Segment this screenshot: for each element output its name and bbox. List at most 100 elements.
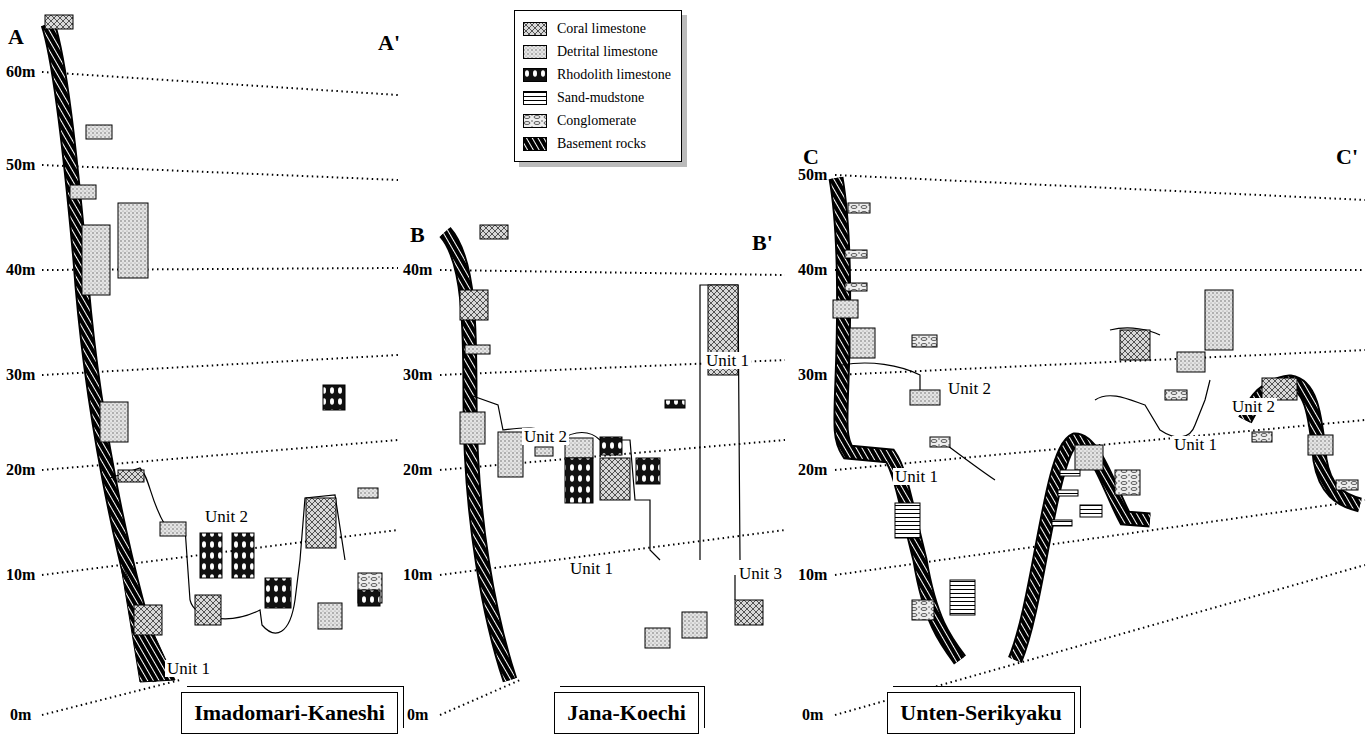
unit-label: Unit 1 [568, 560, 615, 577]
lithology-block [950, 580, 975, 615]
unit-label: Unit 2 [203, 508, 250, 525]
unit-label: Unit 2 [522, 428, 569, 445]
section-name-box: Unten-Serikyaku [887, 692, 1075, 734]
elevation-label: 10m [6, 567, 35, 583]
lithology-block [1120, 330, 1150, 360]
lithology-block [460, 412, 485, 444]
lithology-block [1080, 505, 1102, 517]
section-end-letter: C [803, 146, 819, 168]
level-line [440, 680, 520, 715]
legend-row: Conglomerate [523, 109, 677, 132]
lithology-block [833, 300, 858, 318]
elevation-label: 20m [798, 462, 827, 478]
lithology-block [1165, 390, 1187, 400]
legend-text: Sand-mudstone [557, 90, 644, 106]
elevation-label: 20m [6, 462, 35, 478]
elevation-label: 0m [10, 707, 31, 723]
section-name: Imadomari-Kaneshi [194, 700, 385, 726]
unit-boundary [842, 363, 995, 480]
section-end-letter: C' [1336, 146, 1358, 168]
section-end-letter: A' [378, 32, 400, 54]
level-line [835, 175, 1365, 200]
elevation-label: 50m [798, 167, 827, 183]
lithology-block [1262, 378, 1297, 400]
lithology-block [118, 470, 144, 482]
lithology-block [1060, 470, 1080, 476]
lithology-block [70, 185, 96, 199]
lithology-block [200, 533, 222, 578]
lithology-block [323, 385, 345, 410]
legend-text: Basement rocks [557, 136, 646, 152]
elevation-label: 0m [407, 707, 428, 723]
basement-texture [48, 24, 160, 680]
legend-row: Basement rocks [523, 132, 677, 155]
section-end-letter: B [410, 224, 425, 246]
elevation-label: 60m [6, 64, 35, 80]
lithology-block [735, 600, 763, 625]
lithology-block [1336, 480, 1358, 490]
basement-profile [48, 24, 160, 680]
lithology-block [460, 290, 488, 320]
lithology-block [848, 203, 870, 213]
lithology-block [118, 203, 148, 278]
lithology-block [912, 335, 937, 347]
lithology-block [845, 250, 867, 258]
level-line [42, 680, 180, 715]
lithology-block [600, 458, 630, 500]
lithology-block [682, 612, 707, 638]
level-line [835, 420, 1365, 470]
elevation-label: 10m [403, 567, 432, 583]
elevation-label: 50m [6, 157, 35, 173]
legend-row: Sand-mudstone [523, 86, 677, 109]
lithology-block [645, 628, 670, 648]
section-end-letter: B' [752, 232, 773, 254]
lithology-block [498, 432, 523, 477]
lithology-block [565, 458, 593, 503]
unit-boundary [190, 495, 345, 633]
basement-texture [836, 178, 960, 660]
elevation-label: 30m [6, 367, 35, 383]
legend-swatch [523, 114, 547, 128]
lithology-block [318, 603, 342, 629]
lithology-block [1115, 470, 1140, 495]
unit-label: Unit 1 [893, 468, 940, 485]
level-line [440, 270, 785, 275]
section-name: Jana-Koechi [567, 700, 686, 726]
level-line [835, 269, 1365, 271]
lithology-block [636, 458, 660, 484]
level-line [42, 72, 398, 95]
lithology-block [1058, 490, 1078, 496]
legend-row: Rhodolith limestone [523, 63, 677, 86]
lithology-block [160, 522, 186, 536]
lithology-block [910, 390, 940, 405]
lithology-block [845, 283, 867, 291]
legend-text: Coral limestone [557, 21, 646, 37]
legend-swatch [523, 137, 547, 151]
unit-label: Unit 2 [1230, 398, 1277, 415]
legend-swatch [523, 68, 547, 82]
lithology-block [930, 437, 950, 447]
legend-swatch [523, 91, 547, 105]
elevation-label: 40m [403, 262, 432, 278]
lithology-block [480, 225, 508, 239]
lithology-block [600, 437, 622, 455]
lithology-block [1075, 445, 1103, 470]
lithology-block [134, 605, 162, 635]
unit-label: Unit 2 [946, 380, 993, 397]
lithology-block [306, 498, 336, 548]
section-end-letter: A [8, 26, 24, 48]
section-name-box: Jana-Koechi [554, 692, 699, 734]
unit-boundary [1095, 380, 1210, 437]
section-name: Unten-Serikyaku [900, 700, 1061, 726]
legend-swatch [523, 22, 547, 36]
lithology-block [1205, 290, 1233, 350]
level-line [42, 165, 398, 180]
section-name-box: Imadomari-Kaneshi [181, 692, 398, 734]
unit-boundary [560, 433, 660, 561]
unit-boundary [110, 468, 190, 600]
legend-row: Detrital limestone [523, 40, 677, 63]
lithology-block [1177, 352, 1205, 372]
lithology-block [912, 600, 934, 620]
legend-text: Detrital limestone [557, 44, 658, 60]
